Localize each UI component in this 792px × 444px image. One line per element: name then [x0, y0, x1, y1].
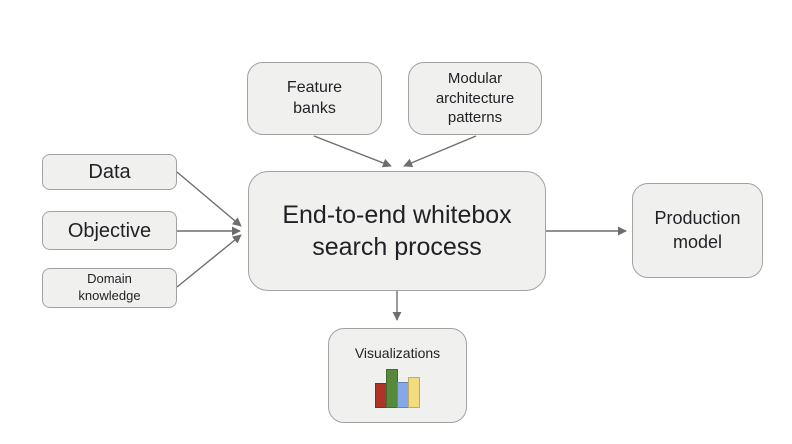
arrow-feature-banks-to-process: [313, 135, 392, 168]
node-production-model: Production model: [632, 183, 763, 278]
bar-yellow: [407, 377, 420, 409]
domain-knowledge-label: Domain knowledge: [78, 271, 141, 303]
production-model-label: Production model: [654, 208, 741, 252]
process-label: End-to-end whitebox search process: [282, 201, 512, 261]
arrow-modular-patterns-to-process: [403, 135, 477, 168]
objective-label: Objective: [67, 219, 152, 242]
feature-banks-label: Feature banks: [286, 78, 343, 117]
node-domain-knowledge: Domain knowledge: [42, 268, 177, 308]
modular-architecture-patterns-label: Modular architecture patterns: [435, 70, 515, 127]
node-end-to-end-whitebox-search-process: End-to-end whitebox search process: [248, 171, 546, 291]
node-objective: Objective: [42, 211, 177, 250]
visualizations-label: Visualizations: [354, 345, 441, 361]
arrow-data-to-process: [176, 171, 242, 227]
node-modular-architecture-patterns: Modular architecture patterns: [408, 62, 542, 135]
node-data: Data: [42, 154, 177, 190]
arrow-domain-knowledge-to-process: [176, 234, 242, 288]
node-visualizations: Visualizations: [328, 328, 467, 423]
node-feature-banks: Feature banks: [247, 62, 382, 135]
bar-chart-icon: [374, 367, 420, 409]
data-label: Data: [88, 161, 131, 183]
